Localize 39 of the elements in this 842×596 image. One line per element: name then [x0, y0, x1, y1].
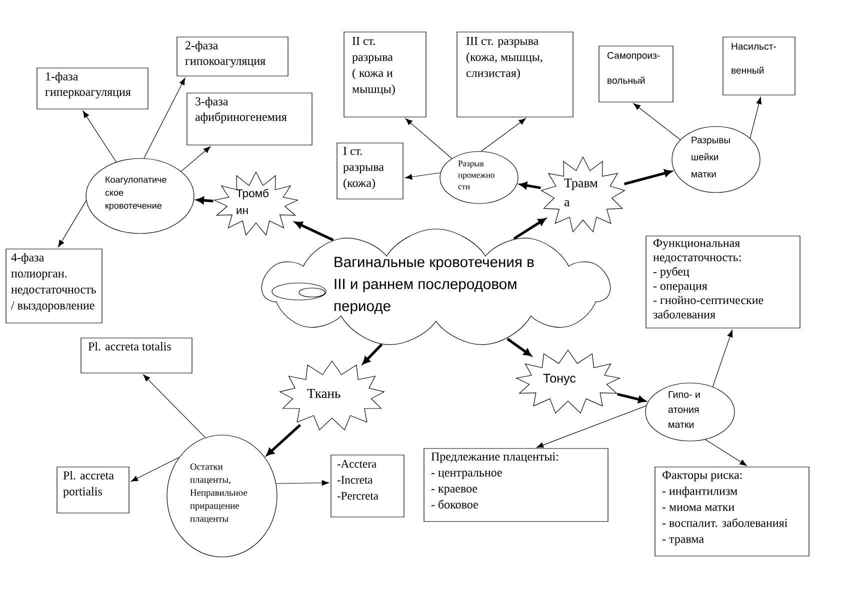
arrow [276, 480, 329, 486]
arrow [750, 96, 762, 139]
arrow [58, 200, 86, 248]
text-box: 4-фаза полиорган. недостаточность / выздоровление [6, 248, 102, 324]
text-box: III ст. разрыва (кожа, мышцы, слизистая) [456, 32, 574, 118]
arrow [506, 338, 532, 356]
text-box: Самопроиз- вольный [598, 46, 674, 102]
text-box: 3-фаза афибриногенемия [186, 92, 312, 146]
text-box: Pl. accreta totalis [80, 338, 192, 374]
text-box: II ст. разрыва ( кожа и мышцы) [344, 32, 426, 118]
arrow [633, 103, 681, 140]
text-box: Функциональная недостаточность: - рубец - операция - гнойно-септические заболевания [646, 236, 800, 328]
text-box: Предлежание плацентыі: - центральное - краевое - боковое [424, 448, 608, 522]
arrow [143, 374, 206, 438]
arrow [266, 424, 302, 456]
text-box: Pl. accreta portialis [56, 466, 130, 514]
arrow [196, 196, 214, 204]
text-box: -Acctera -Increta -Percreta [330, 454, 404, 518]
arrow [616, 392, 646, 404]
arrow [513, 218, 546, 240]
text-box: Насильст- венный [722, 36, 796, 96]
arrow [405, 172, 441, 180]
arrow [144, 78, 186, 159]
text-box: I ст. разрыва (кожа) [336, 142, 404, 200]
text-box: 2-фаза гипокоагуляция [176, 36, 288, 76]
arrow [624, 169, 672, 186]
arrow [405, 118, 452, 159]
arrow [82, 110, 117, 162]
arrow [712, 330, 733, 388]
arrow [180, 146, 211, 172]
arrow [536, 406, 646, 448]
arrow [481, 118, 526, 152]
arrow [130, 457, 180, 482]
text-box: 1-фаза гиперкоагуляция [36, 68, 148, 110]
arrow [704, 439, 747, 466]
arrow [294, 222, 334, 242]
arrow [520, 182, 541, 190]
arrow [362, 343, 383, 364]
text-box: Факторы риска: - инфантилизм - миома матки - воспалит. заболеванияі - травма [654, 466, 810, 556]
